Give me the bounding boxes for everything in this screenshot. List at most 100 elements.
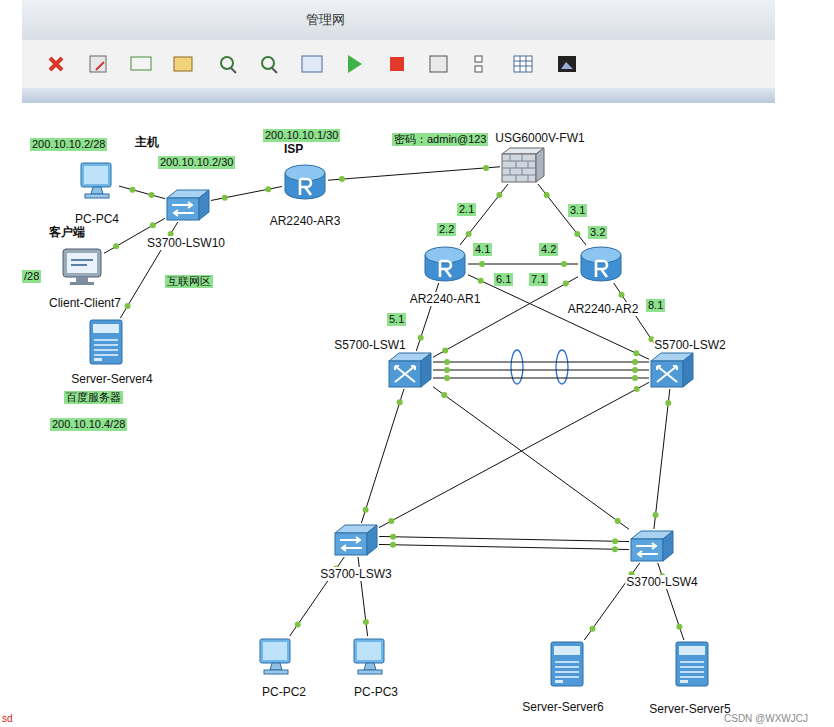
interface-tag: 200.10.10.2/28 bbox=[30, 138, 107, 151]
port-dot bbox=[615, 518, 621, 524]
device-icon bbox=[333, 523, 379, 557]
interface-tag: 3.2 bbox=[588, 226, 607, 239]
device-icon bbox=[387, 351, 433, 389]
device-icon bbox=[165, 188, 211, 222]
port-dot bbox=[612, 538, 618, 544]
interface-tag: /28 bbox=[22, 270, 41, 283]
port-dot bbox=[479, 261, 485, 267]
device-node: S3700-LSW4 bbox=[629, 529, 675, 563]
link-line bbox=[211, 186, 282, 201]
device-node: PC-PC3 bbox=[348, 636, 392, 676]
link-stroke bbox=[433, 370, 649, 371]
device-label: Server-Server4 bbox=[70, 372, 153, 386]
link-line bbox=[433, 277, 578, 357]
device-icon bbox=[672, 640, 712, 688]
link-line bbox=[433, 375, 649, 381]
port-dot bbox=[496, 192, 502, 198]
port-dot bbox=[441, 392, 447, 398]
port-dot bbox=[561, 261, 567, 267]
device-node: S5700-LSW1 bbox=[387, 351, 433, 389]
interface-tag: 密码：admin@123 bbox=[392, 133, 488, 146]
device-node: Server-Server5 bbox=[672, 640, 712, 688]
note-label: ISP bbox=[283, 143, 304, 156]
interface-tag: 200.10.10.4/28 bbox=[50, 418, 127, 431]
port-dot bbox=[483, 165, 489, 171]
interface-tag: 百度服务器 bbox=[64, 391, 123, 404]
device-label: Client-Client7 bbox=[48, 296, 122, 310]
link-stroke bbox=[211, 187, 282, 201]
port-dot bbox=[388, 518, 394, 524]
device-node: Client-Client7 bbox=[60, 246, 104, 286]
port-dot bbox=[632, 375, 638, 381]
note-label: CSDN @WXWJCJ bbox=[724, 712, 808, 725]
port-dot bbox=[149, 192, 155, 198]
port-dot bbox=[397, 399, 403, 405]
interface-tag: 4.1 bbox=[473, 243, 492, 256]
device-label: AR2240-AR1 bbox=[409, 292, 482, 306]
link-stroke bbox=[119, 186, 165, 199]
toolbar bbox=[22, 40, 775, 88]
device-icon bbox=[254, 636, 298, 676]
device-node: AR2240-AR2 bbox=[578, 245, 624, 283]
toolbar-band bbox=[22, 88, 775, 103]
port-dot bbox=[150, 222, 156, 228]
window-title: 管理网 bbox=[306, 11, 345, 29]
interface-tag: 200.10.10.2/30 bbox=[158, 156, 235, 169]
link-line bbox=[379, 382, 649, 527]
port-dot bbox=[444, 375, 450, 381]
link-stroke bbox=[433, 378, 649, 379]
interface-tag: 8.1 bbox=[646, 299, 665, 312]
port-dot bbox=[125, 303, 131, 309]
port-dot bbox=[632, 367, 638, 373]
interface-tag: 互联网区 bbox=[165, 275, 213, 288]
interface-tag: 5.1 bbox=[387, 313, 406, 326]
port-dot bbox=[466, 231, 472, 237]
port-dot bbox=[634, 386, 640, 392]
note-label: sd bbox=[2, 712, 13, 725]
link-stroke bbox=[654, 389, 670, 529]
link-line bbox=[653, 389, 672, 529]
port-dot bbox=[444, 359, 450, 365]
port-dot bbox=[633, 350, 639, 356]
device-label: S3700-LSW10 bbox=[146, 236, 226, 250]
device-label: AR2240-AR2 bbox=[567, 302, 640, 316]
device-icon bbox=[547, 640, 587, 688]
device-node: S5700-LSW2 bbox=[649, 351, 695, 389]
device-icon bbox=[282, 163, 328, 201]
device-label: S5700-LSW1 bbox=[333, 338, 406, 352]
link-line bbox=[379, 542, 629, 553]
port-dot bbox=[129, 187, 135, 193]
device-node: S3700-LSW3 bbox=[333, 523, 379, 557]
interface-tag: 6.1 bbox=[494, 273, 513, 286]
port-dot bbox=[589, 626, 595, 632]
port-dot bbox=[295, 621, 301, 627]
device-icon bbox=[86, 318, 126, 366]
device-label: S3700-LSW4 bbox=[625, 575, 698, 589]
link-stroke bbox=[361, 389, 404, 523]
device-label: Server-Server6 bbox=[521, 700, 604, 714]
device-label: PC-PC4 bbox=[74, 212, 120, 226]
note-label: 主机 bbox=[134, 136, 160, 149]
device-label: AR2240-AR3 bbox=[269, 214, 342, 228]
port-dot bbox=[418, 335, 424, 341]
interface-tag: 7.1 bbox=[529, 273, 548, 286]
device-node: S3700-LSW10 bbox=[165, 188, 211, 222]
device-node: AR2240-AR1 bbox=[422, 245, 468, 283]
port-dot bbox=[653, 512, 659, 518]
interface-tag: 3.1 bbox=[568, 204, 587, 217]
link-line bbox=[328, 165, 500, 182]
eth-trunk-marks bbox=[511, 350, 568, 384]
link-stroke bbox=[379, 544, 629, 549]
link-line bbox=[361, 389, 404, 523]
port-dot bbox=[390, 534, 396, 540]
interface-tag: 4.2 bbox=[539, 243, 558, 256]
port-dot bbox=[563, 281, 569, 287]
port-dot bbox=[222, 195, 228, 201]
note-label: 客户端 bbox=[48, 226, 86, 239]
device-icon bbox=[629, 529, 675, 563]
port-dot bbox=[113, 243, 119, 249]
link-line bbox=[433, 367, 649, 373]
link-stroke bbox=[328, 167, 500, 180]
device-icon bbox=[60, 246, 104, 286]
device-icon bbox=[578, 245, 624, 283]
